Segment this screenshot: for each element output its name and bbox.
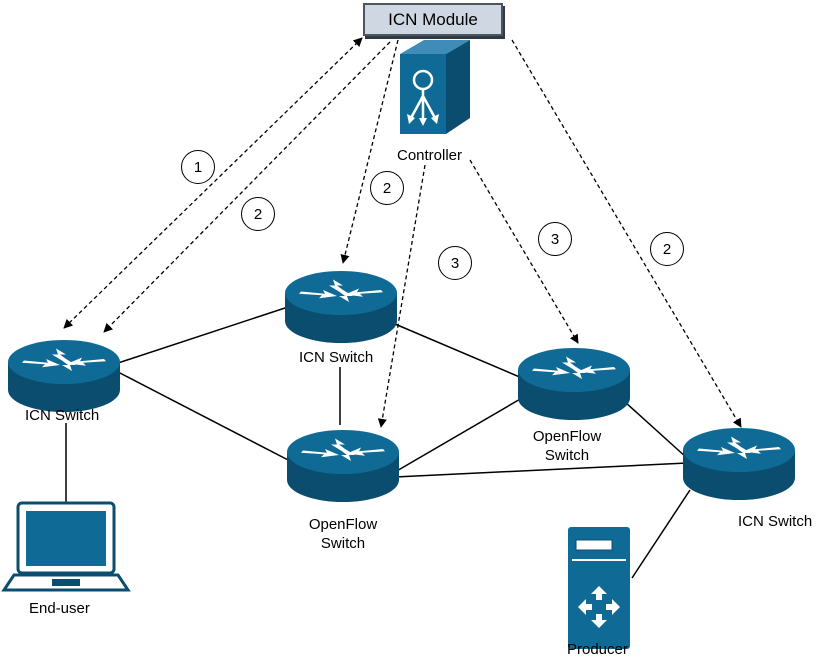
link-icnleft-icncenter (117, 306, 289, 364)
controller-icon (400, 40, 470, 134)
link-ofcenter-ofright (394, 397, 523, 473)
icn-module-box: ICN Module (363, 3, 503, 36)
control-link-step2-center (340, 39, 399, 264)
step-3-center-marker: 3 (438, 246, 472, 280)
openflow-switch-right-label: OpenFlow Switch (527, 427, 607, 465)
link-icnleft-ofcenter (117, 371, 293, 463)
control-links (63, 37, 742, 428)
end-user-label: End-user (29, 600, 90, 617)
router-icn-center-icon (285, 271, 397, 343)
router-openflow-center-icon (287, 430, 399, 502)
icn-switch-left-label: ICN Switch (25, 407, 100, 424)
openflow-switch-center-label: OpenFlow Switch (303, 515, 383, 553)
laptop-icon (1, 501, 131, 592)
icn-switch-center-label: ICN Switch (299, 349, 374, 366)
openflow-switch-right-line1: OpenFlow (532, 428, 602, 445)
controller-label: Controller (397, 147, 463, 164)
router-icn-left-icon (8, 340, 120, 412)
link-ofcenter-icnright (394, 462, 688, 478)
link-icncenter-ofright (394, 323, 523, 379)
producer-server-icon (568, 527, 630, 649)
producer-label: Producer (567, 641, 628, 658)
openflow-switch-right-line2: Switch (544, 447, 590, 464)
router-openflow-right-icon (518, 348, 630, 420)
step-1-marker: 1 (181, 150, 215, 184)
step-2-left-marker: 2 (241, 197, 275, 231)
link-ofright-icnright (624, 401, 688, 459)
icn-switch-right-label: ICN Switch (738, 513, 813, 530)
router-icn-right-icon (683, 428, 795, 500)
control-link-step2-right (511, 39, 742, 428)
step-3-right-marker: 3 (538, 222, 572, 256)
control-link-step2-left (103, 41, 391, 333)
control-link-step1 (63, 37, 363, 329)
openflow-switch-center-line2: Switch (320, 535, 366, 552)
step-2-center-marker: 2 (370, 171, 404, 205)
openflow-switch-center-line1: OpenFlow (308, 516, 378, 533)
step-2-right-marker: 2 (650, 232, 684, 266)
control-link-step3-center (377, 164, 426, 428)
icn-module-label: ICN Module (388, 9, 478, 29)
link-icnright-producer (631, 489, 691, 579)
control-link-step3-right (469, 159, 579, 344)
